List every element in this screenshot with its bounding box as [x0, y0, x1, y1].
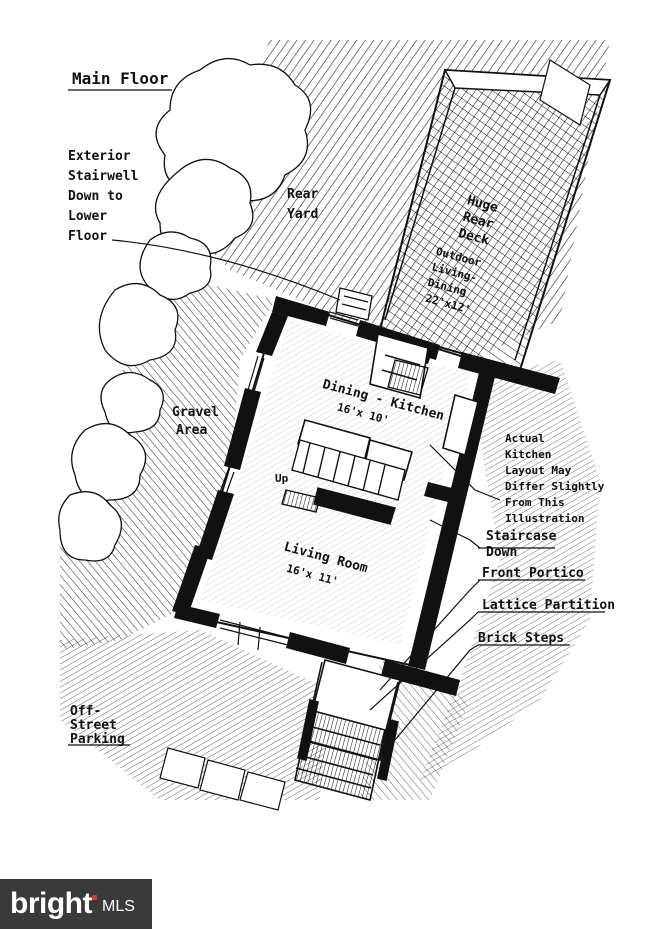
label-exterior-stairwell-4: Lower — [68, 209, 107, 224]
label-street: Street — [70, 718, 117, 733]
label-rear-yard-2: Yard — [287, 207, 318, 222]
note-line-2: Kitchen — [505, 448, 551, 461]
label-gravel: Gravel — [172, 405, 219, 420]
label-exterior-stairwell-2: Stairwell — [68, 169, 138, 184]
parking-pads — [159, 747, 286, 811]
label-lattice-partition: Lattice Partition — [482, 598, 615, 613]
label-parking: Parking — [70, 732, 125, 747]
main-floor-title: Main Floor — [72, 69, 168, 88]
leader-lines — [68, 89, 605, 746]
note-line-4: Differ Slightly — [505, 480, 605, 493]
label-front-portico: Front Portico — [482, 566, 584, 581]
watermark-brand: bright — [10, 887, 92, 920]
label-area: Area — [176, 423, 207, 438]
front-portico — [294, 659, 401, 801]
label-brick-steps: Brick Steps — [478, 631, 564, 646]
note-line-6: Illustration — [505, 512, 584, 525]
label-off: Off- — [70, 704, 101, 719]
window-marks — [219, 311, 359, 651]
label-exterior-stairwell-3: Down to — [68, 189, 123, 204]
label-exterior-stairwell-1: Exterior — [68, 149, 131, 164]
tree-line — [58, 58, 312, 562]
logo-dot-icon — [91, 894, 97, 900]
note-line-1: Actual — [505, 432, 545, 445]
interior-staircase — [281, 439, 406, 525]
label-exterior-stairwell-5: Floor — [68, 229, 107, 244]
bright-mls-watermark: bright MLS — [0, 879, 152, 929]
watermark-suffix: MLS — [101, 898, 135, 915]
label-up: Up — [275, 472, 289, 485]
rear-deck — [378, 59, 612, 372]
note-line-3: Layout May — [505, 464, 572, 477]
label-down: Down — [486, 545, 517, 560]
exterior-stairwell — [335, 287, 429, 396]
label-rear-yard-1: Rear — [287, 187, 318, 202]
note-line-5: From This — [505, 496, 565, 509]
label-staircase: Staircase — [486, 529, 557, 544]
